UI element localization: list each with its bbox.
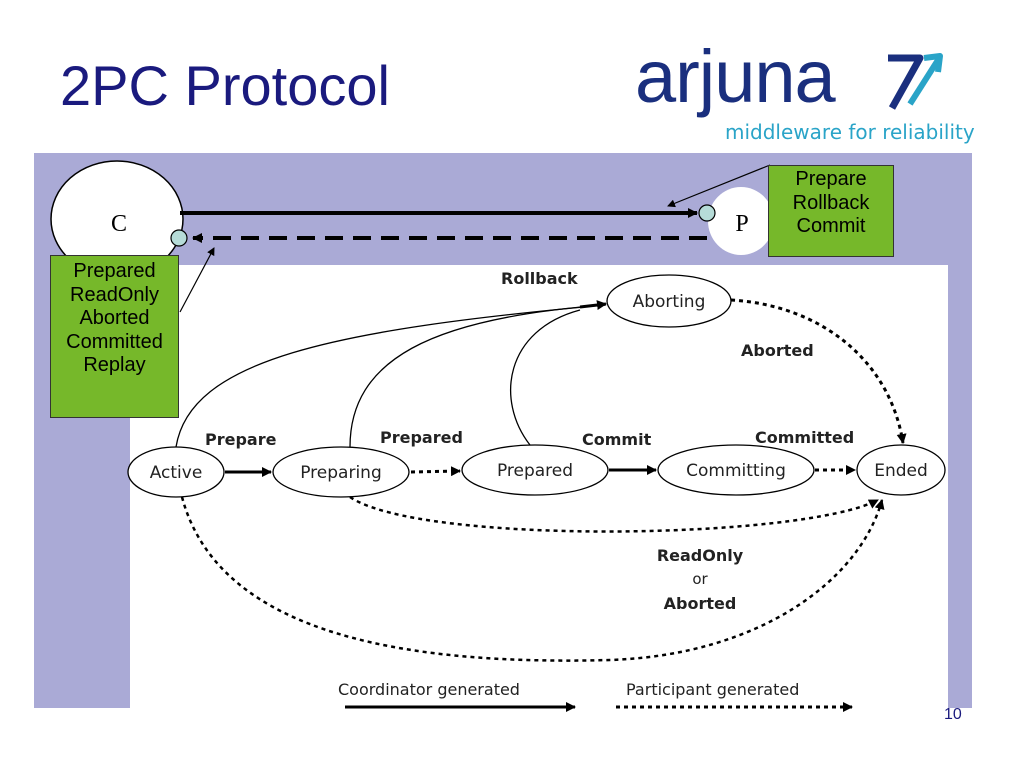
state-ended [856,444,946,496]
coordinator-label: C [111,211,127,237]
legend-coordinator-label: Coordinator generated [338,680,520,699]
state-prepared-label: Prepared [497,461,573,481]
participant-messages-box: Prepared ReadOnly Aborted Committed Repl… [50,255,179,418]
callout-line-left [179,247,215,313]
label-prepare: Prepare [205,430,277,449]
state-active-label: Active [150,463,203,483]
label-aborted: Aborted [741,341,814,360]
transition-readonly-active [180,496,885,662]
label-aborted-2: Aborted [664,594,737,613]
transition-prepared-arrow [410,466,461,477]
state-aborting-label: Aborting [633,292,706,312]
state-committing [657,444,815,496]
logo-tagline: middleware for reliability [725,120,975,144]
transition-readonly-preparing [349,495,879,533]
page-number: 10 [944,706,962,723]
label-rollback: Rollback [501,269,578,288]
message-prepared: Prepared [73,260,156,282]
logo-wordmark: arjuna [635,35,836,118]
transition-rollback-prepared [510,309,581,446]
transition-rollback-preparing [349,304,606,448]
state-preparing-label: Preparing [300,463,382,483]
participant-node [708,187,774,255]
transition-rollback-arrow [579,300,607,310]
participant-label: P [735,211,748,237]
callout-line-right [667,164,771,208]
message-prepare: Prepare [795,168,867,190]
message-aborted: Aborted [79,307,150,329]
transition-rollback-active [175,304,606,448]
legend-participant-label: Participant generated [626,680,799,699]
arjuna-logo: arjuna middleware for reliability [635,40,995,150]
coordinator-endpoint [170,229,188,247]
transition-aborted-curve [730,298,907,444]
message-commit: Commit [796,215,866,237]
state-prepared [461,444,609,496]
label-prepared: Prepared [380,428,463,447]
message-committed: Committed [66,330,163,353]
message-rollback: Rollback [792,191,870,214]
participant-endpoint [698,204,716,222]
label-committed: Committed [755,428,854,447]
state-committing-label: Committing [686,461,786,481]
state-preparing [272,446,410,498]
label-commit: Commit [582,430,652,449]
message-replay: Replay [83,354,146,376]
message-readonly: ReadOnly [70,283,159,306]
state-ended-label: Ended [874,461,928,481]
label-readonly: ReadOnly [657,546,744,565]
slide-title: 2PC Protocol [60,54,390,117]
coordinator-messages-box: Prepare Rollback Commit [768,165,894,257]
logo-arrow-icon [888,53,943,110]
label-or: or [692,570,708,588]
